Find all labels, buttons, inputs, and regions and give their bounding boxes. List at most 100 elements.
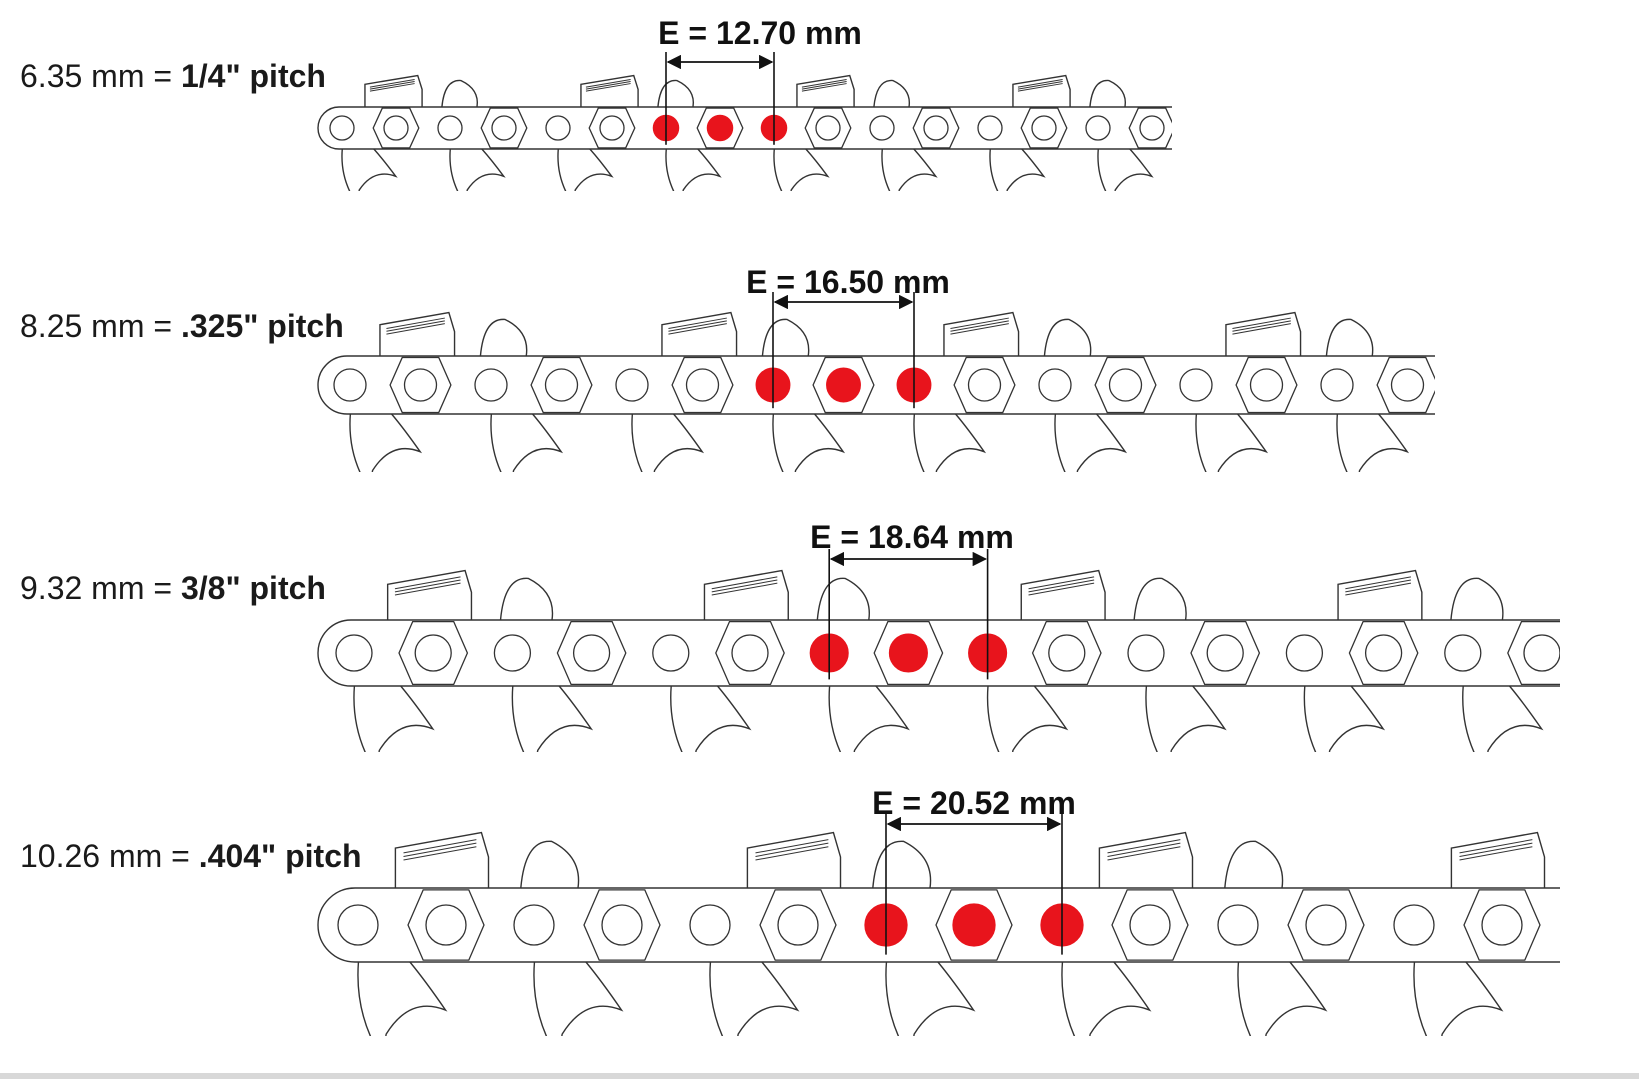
depth-gauge [1450,577,1504,621]
link-plate [389,356,452,414]
cutter-edge-line [1028,576,1095,590]
link-plate [953,356,1016,414]
cutter-edge-line [1232,320,1291,332]
rivet-pin [1481,904,1523,946]
cutter-edge-line [369,81,415,90]
cutter-top-plate [703,569,789,620]
cutter-top-plate [1337,569,1423,620]
rivet-pin [403,368,438,402]
cutter-edge-line [755,842,829,857]
cutter-edge-line [394,582,461,596]
depth-gauge [873,79,911,108]
cutter-top-plate [379,311,456,356]
drive-link-tooth [631,413,705,472]
drive-link-tooth [986,685,1069,752]
depth-gauge [1577,841,1635,888]
cutter-edge-line [1107,839,1181,854]
rivet-pin [652,634,690,672]
side-link-strip [317,106,1172,150]
cutter-edge-line [1017,79,1063,88]
drive-link-tooth [511,685,594,752]
rivet-pin [869,115,895,141]
drive-link-tooth [490,413,564,472]
cutter-edge-line [668,317,727,330]
mm-value: 8.25 mm = [20,308,181,344]
cutter-edge-line [1028,582,1095,596]
drive-link-tooth [349,413,423,472]
drive-link-tooth [1054,413,1128,472]
link-plate [1031,621,1102,685]
cutter-edge-line [403,842,477,857]
rivet-pin [335,634,373,672]
link-plate [935,889,1013,961]
cutter-edge-line [1028,579,1095,593]
drive-link-tooth [341,148,398,191]
rivet-pin [1108,368,1143,402]
rivet-pin [1390,368,1425,402]
cutter-edge-line [950,317,1009,330]
drive-link-tooth [533,961,624,1036]
cutter-top-plate [364,74,423,107]
link-plate [398,621,469,685]
mm-value: 9.32 mm = [20,570,181,606]
depth-gauge [1089,79,1127,108]
side-link-strip [317,887,1560,963]
depth-gauge [872,840,932,889]
cutter-edge-line [755,839,829,854]
drive-link-tooth [773,148,830,191]
rivet-pin [923,115,949,141]
drive-link-tooth [1462,685,1544,752]
link-plate [1348,621,1419,685]
link-plate [588,107,636,149]
cutter-top-plate [1450,831,1546,888]
drive-link-tooth [1303,685,1386,752]
drive-link-tooth [1145,685,1227,752]
link-plate [480,107,528,149]
depth-gauge [1325,318,1374,357]
rivet-pin [777,904,819,946]
cutter-edge-line [403,846,477,861]
rivet-pin [601,904,643,946]
drive-link-tooth [828,685,910,752]
rivet-pin [689,904,731,946]
link-plate [671,356,734,414]
cutter-edge-line [1459,839,1533,854]
cutter-edge-line [801,83,847,92]
rivet-pin [731,634,769,672]
rivet-pin [967,368,1002,402]
cutter-edge-line [1107,846,1181,861]
cutter-edge-line [1017,83,1063,92]
depth-gauge [761,318,810,357]
link-plate [1507,621,1560,685]
cutter-edge-line [950,320,1009,332]
drive-link-tooth [1237,961,1328,1036]
chain-row-1/4-pitch [317,52,1172,191]
link-plate [556,621,627,685]
link-plate [1020,107,1068,149]
link-plate [873,621,944,685]
rivet-pin [599,115,625,141]
rivet-pin [1285,634,1324,672]
rivet-pin [1129,904,1171,946]
link-plate [696,107,744,149]
link-plate [1376,356,1435,414]
dimension-label-row-1: E = 12.70 mm [658,15,862,51]
cutter-top-plate [394,831,490,888]
rivet-pin [977,115,1003,141]
drive-link-tooth [772,413,846,472]
rivet-pin [1179,368,1213,402]
cutter-edge-line [585,79,631,88]
drive-link-tooth [885,961,976,1036]
drive-link-tooth [989,148,1046,191]
highlighted-pin [706,114,734,142]
cutter-edge-line [1345,582,1412,596]
drive-link-tooth [1195,413,1269,472]
drive-link-tooth [1336,413,1410,472]
cutter-edge-line [1017,81,1063,90]
link-plate [1463,889,1541,961]
cutter-top-plate [1012,74,1071,107]
link-plate [372,107,420,149]
cutter-top-plate [386,569,473,620]
cutter-top-plate [746,831,842,888]
cutter-edge-line [403,839,477,854]
